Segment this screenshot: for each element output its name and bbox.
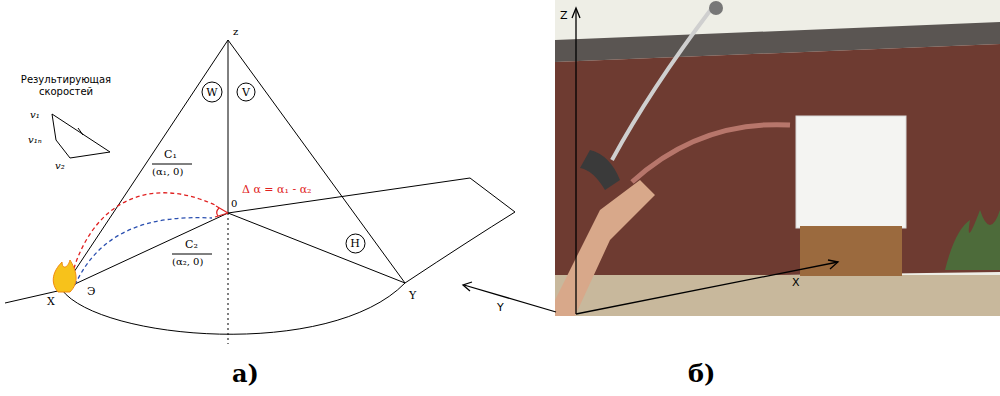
- cone-geometry: [5, 40, 515, 344]
- plant: [945, 210, 1000, 270]
- trajectory-1: [70, 193, 215, 282]
- axis-label: z: [233, 26, 238, 38]
- point-label: C₂: [185, 239, 198, 252]
- ground: [555, 275, 1000, 316]
- legend-note: Результирующая скоростей: [20, 74, 112, 97]
- axis-label: Y: [497, 302, 504, 315]
- axis-label: Y: [409, 290, 416, 303]
- photo: [555, 0, 1000, 316]
- coordinate-label: (α₂, 0): [172, 256, 203, 268]
- fraction-bars: [152, 164, 212, 254]
- point-label: C₁: [164, 149, 177, 162]
- point-label: Э: [87, 286, 95, 299]
- sky: [555, 0, 1000, 316]
- axis-label: Z: [560, 10, 568, 23]
- spray-cloud: [709, 1, 723, 15]
- flame: [53, 260, 76, 292]
- wooden-box: [800, 226, 902, 276]
- vector-label: v₁: [30, 109, 40, 121]
- panel-label: б): [688, 360, 715, 388]
- circled-letter: V: [236, 82, 256, 102]
- angle-mark: [215, 206, 228, 217]
- coordinate-label: (α₁, 0): [152, 166, 183, 178]
- axis-label: X: [792, 277, 800, 290]
- axis-label: X: [47, 296, 55, 309]
- water-spray: [632, 125, 790, 182]
- vector-label: v₁ₙ: [28, 134, 42, 146]
- node-text: W: [206, 87, 217, 98]
- white-sheet: [796, 116, 906, 228]
- angle-label: Δ α = α₁ - α₂: [242, 184, 311, 197]
- circled-letter: W: [201, 81, 223, 103]
- brick-wall: [555, 44, 1000, 278]
- circled-letter: H: [345, 233, 366, 254]
- origin-label: 0: [231, 198, 237, 210]
- node-text: H: [350, 238, 360, 249]
- water-jet: [612, 8, 712, 160]
- axes: [463, 8, 838, 314]
- arm: [555, 180, 655, 316]
- velocity-triangle: [52, 114, 110, 158]
- panel-label: а): [232, 360, 259, 388]
- trajectory-2: [75, 218, 212, 285]
- vector-label: v₂: [55, 160, 65, 172]
- node-text: V: [242, 87, 250, 98]
